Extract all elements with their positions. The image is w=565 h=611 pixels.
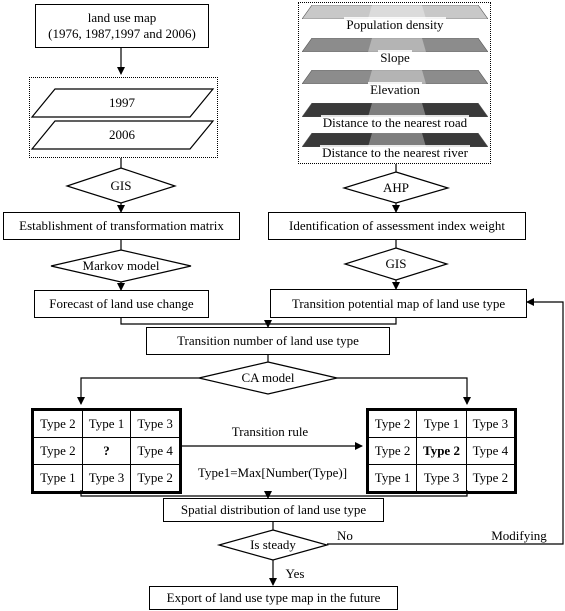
markov-label: Markov model bbox=[82, 258, 160, 273]
grid-cell: Type 1 bbox=[81, 409, 132, 438]
grid-cell: Type 2 bbox=[32, 409, 83, 438]
map-2006-label: 2006 bbox=[109, 127, 135, 142]
grid-cell: Type 4 bbox=[130, 437, 181, 465]
grid-cell: Type 2 bbox=[366, 437, 418, 465]
assessment-layers-group bbox=[298, 2, 491, 164]
grid-row: Type 2?Type 4 bbox=[32, 437, 181, 465]
grid-cell: ? bbox=[81, 437, 132, 465]
layer-label-5: Distance to the nearest river bbox=[302, 145, 488, 160]
layer-label-text: Distance to the nearest road bbox=[320, 115, 470, 130]
no-label: No bbox=[337, 528, 353, 543]
grid-cell: Type 3 bbox=[465, 409, 517, 438]
layer-plane-5 bbox=[302, 133, 488, 147]
yes-label: Yes bbox=[285, 566, 305, 581]
transformation-matrix-box: Establishment of transformation matrix bbox=[3, 212, 240, 240]
grid-cell: Type 4 bbox=[465, 437, 517, 465]
grid-cell: Type 2 bbox=[366, 409, 418, 438]
gis-2-label: GIS bbox=[385, 256, 407, 271]
layer-label-2: Slope bbox=[302, 50, 488, 65]
grid-cell: Type 1 bbox=[416, 409, 467, 438]
rule-formula-label: Type1=Max[Number(Type)] bbox=[197, 465, 348, 480]
grid-cell: Type 2 bbox=[130, 464, 181, 493]
spatial-distribution-box: Spatial distribution of land use type bbox=[163, 498, 384, 522]
layer-label-1: Population density bbox=[302, 17, 488, 32]
diamond-markov bbox=[50, 249, 192, 283]
layer-plane-2 bbox=[302, 38, 488, 52]
export-box: Export of land use type map in the futur… bbox=[149, 586, 398, 610]
map-1997-label: 1997 bbox=[109, 95, 135, 110]
grid-cell: Type 3 bbox=[416, 464, 467, 493]
potential-map-box: Transition potential map of land use typ… bbox=[270, 289, 527, 318]
grid-cell: Type 2 bbox=[465, 464, 517, 493]
layer-label-3: Elevation bbox=[302, 82, 488, 97]
ahp-label: AHP bbox=[382, 180, 409, 195]
grid-cell: Type 2 bbox=[416, 437, 467, 465]
arrow-ca-to-left-grid bbox=[77, 377, 199, 405]
layer-label-text: Distance to the nearest river bbox=[320, 145, 470, 160]
input-maps-group bbox=[29, 77, 218, 158]
transition-number-box: Transition number of land use type bbox=[146, 327, 390, 355]
layer-label-text: Slope bbox=[378, 50, 412, 65]
layer-plane-4 bbox=[302, 103, 488, 117]
layer-label-text: Population density bbox=[344, 17, 446, 32]
diamond-ca bbox=[198, 361, 338, 395]
assessment-weight-box: Identification of assessment index weigh… bbox=[268, 212, 526, 240]
line-forecast-merge bbox=[120, 318, 268, 325]
layer-label-text: Elevation bbox=[368, 82, 422, 97]
parallelogram-2006 bbox=[30, 120, 215, 150]
line-potential-merge bbox=[268, 318, 397, 325]
parallelogram-1997 bbox=[30, 88, 215, 118]
diamond-ahp bbox=[341, 171, 451, 204]
modifying-label: Modifying bbox=[491, 528, 547, 543]
grid-cell: Type 1 bbox=[366, 464, 418, 493]
land-use-map-box: land use map (1976, 1987,1997 and 2006) bbox=[35, 4, 209, 48]
arrow-ca-to-right-grid bbox=[337, 377, 471, 405]
diamond-is-steady bbox=[216, 529, 330, 561]
transition-rule-label: Transition rule bbox=[231, 424, 309, 439]
layer-label-4: Distance to the nearest road bbox=[302, 115, 488, 130]
ca-model-label: CA model bbox=[241, 370, 295, 385]
diamond-gis-2 bbox=[342, 247, 450, 281]
layer-plane-1 bbox=[302, 5, 488, 19]
gis-1-label: GIS bbox=[110, 178, 132, 193]
grid-cell: Type 2 bbox=[32, 437, 83, 465]
is-steady-label: Is steady bbox=[250, 537, 296, 552]
grid-cell: Type 3 bbox=[130, 409, 181, 438]
diamond-gis-1 bbox=[65, 167, 177, 204]
arrow-no-loop bbox=[327, 298, 564, 545]
grid-cell: Type 1 bbox=[32, 464, 83, 493]
grid-cell: Type 3 bbox=[81, 464, 132, 493]
layer-plane-3 bbox=[302, 70, 488, 84]
forecast-box: Forecast of land use change bbox=[34, 290, 209, 318]
